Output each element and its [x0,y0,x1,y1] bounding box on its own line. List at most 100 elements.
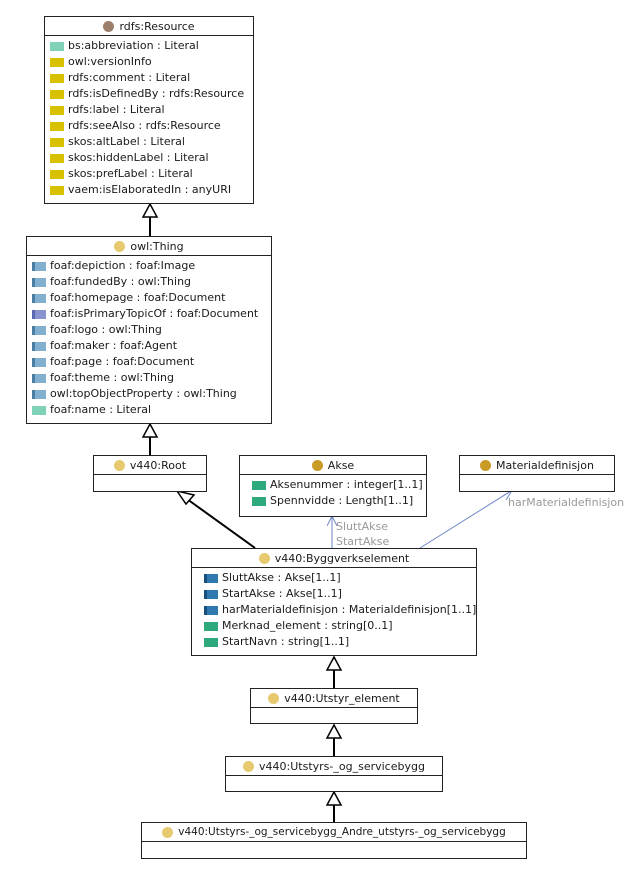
attribute-row[interactable]: foaf:name : Literal [27,402,271,418]
attribute-row[interactable]: foaf:page : foaf:Document [27,354,271,370]
attribute-row[interactable]: skos:prefLabel : Literal [45,166,253,182]
generalization-utstyr-byggverk [325,655,343,688]
attribute-row[interactable]: foaf:isPrimaryTopicOf : foaf:Document [27,306,271,322]
object-property-icon [32,373,46,383]
class-header: v440:Root [94,456,206,475]
datatype-property-icon [204,637,218,647]
attribute-row[interactable]: foaf:fundedBy : owl:Thing [27,274,271,290]
class-title: v440:Byggverkselement [274,551,410,565]
object-property-icon [204,589,218,599]
instance-icon [480,459,492,471]
instance-icon [311,459,323,471]
attribute-list: bs:abbreviation : Literal owl:versionInf… [45,36,253,198]
class-v440-utstyr-element[interactable]: v440:Utstyr_element [250,688,418,724]
class-rdfs-resource[interactable]: rdfs:Resource bs:abbreviation : Literal … [44,16,254,204]
class-title: Akse [327,458,355,472]
annotation-property-icon [50,105,64,115]
object-property-icon [204,573,218,583]
object-property-icon [32,341,46,351]
resource-icon [103,20,115,32]
annotation-property-icon [50,121,64,131]
class-v440-root[interactable]: v440:Root [93,455,207,492]
attribute-list: SluttAkse : Akse[1..1] StartAkse : Akse[… [192,568,476,650]
datatype-property-icon [204,621,218,631]
class-v440-byggverkselement[interactable]: v440:Byggverkselement SluttAkse : Akse[1… [191,548,477,656]
object-property-icon [32,261,46,271]
annotation-property-icon [50,153,64,163]
class-title: v440:Root [129,458,187,472]
class-title: v440:Utstyr_element [284,691,400,705]
datatype-property-icon [252,496,266,506]
annotation-property-icon [50,89,64,99]
object-property-icon [32,293,46,303]
attribute-row[interactable]: rdfs:isDefinedBy : rdfs:Resource [45,86,253,102]
attribute-row[interactable]: skos:altLabel : Literal [45,134,253,150]
attribute-row[interactable]: bs:abbreviation : Literal [45,38,253,54]
literal-property-icon [32,405,46,415]
class-header: v440:Utstyrs-_og_servicebygg_Andre_utsty… [142,823,526,842]
generalization-andre-servicebygg [325,790,343,822]
attribute-row[interactable]: harMaterialdefinisjon : Materialdefinisj… [192,602,476,618]
object-property-icon [32,277,46,287]
attribute-row[interactable]: StartAkse : Akse[1..1] [192,586,476,602]
class-title: owl:Thing [130,239,184,253]
class-title: Materialdefinisjon [496,458,594,472]
datatype-property-icon [252,480,266,490]
annotation-property-icon [50,169,64,179]
class-title: rdfs:Resource [119,19,195,33]
association-materialdefinisjon [419,491,511,549]
object-property-icon [32,357,46,367]
generalization-byggverk-root [175,489,256,549]
class-v440-utstyrs-og-servicebygg[interactable]: v440:Utstyrs-_og_servicebygg [225,756,443,792]
attribute-row[interactable]: foaf:theme : owl:Thing [27,370,271,386]
attribute-row[interactable]: vaem:isElaboratedIn : anyURI [45,182,253,198]
attribute-list: Aksenummer : integer[1..1] Spennvidde : … [240,475,426,509]
attribute-row[interactable]: foaf:homepage : foaf:Document [27,290,271,306]
class-header: v440:Utstyrs-_og_servicebygg [226,757,442,776]
attribute-row[interactable]: rdfs:comment : Literal [45,70,253,86]
attribute-row[interactable]: SluttAkse : Akse[1..1] [192,570,476,586]
class-header: v440:Byggverkselement [192,549,476,568]
class-icon [243,760,255,772]
class-header: rdfs:Resource [45,17,253,36]
attribute-row[interactable]: Aksenummer : integer[1..1] [240,477,426,493]
annotation-property-icon [50,57,64,67]
attribute-row[interactable]: skos:hiddenLabel : Literal [45,150,253,166]
class-materialdefinisjon[interactable]: Materialdefinisjon [459,455,615,492]
class-icon [162,826,174,838]
class-v440-utstyrs-og-servicebygg-andre[interactable]: v440:Utstyrs-_og_servicebygg_Andre_utsty… [141,822,527,859]
attribute-row[interactable]: foaf:maker : foaf:Agent [27,338,271,354]
attribute-row[interactable]: rdfs:label : Literal [45,102,253,118]
generalization-servicebygg-utstyr [325,723,343,756]
attribute-row[interactable]: rdfs:seeAlso : rdfs:Resource [45,118,253,134]
edge-label-har-materialdefinisjon: harMaterialdefinisjon [508,496,625,509]
class-header: Materialdefinisjon [460,456,614,475]
attribute-row[interactable]: Merknad_element : string[0..1] [192,618,476,634]
annotation-property-icon [50,73,64,83]
class-header: owl:Thing [27,237,271,256]
class-title: v440:Utstyrs-_og_servicebygg [259,759,425,773]
attribute-row[interactable]: owl:topObjectProperty : owl:Thing [27,386,271,402]
attribute-row[interactable]: foaf:depiction : foaf:Image [27,258,271,274]
literal-property-icon [50,41,64,51]
attribute-row[interactable]: Spennvidde : Length[1..1] [240,493,426,509]
object-property-icon [204,605,218,615]
class-akse[interactable]: Akse Aksenummer : integer[1..1] Spennvid… [239,455,427,517]
object-property-icon [32,389,46,399]
object-property-icon [32,325,46,335]
edge-label-slutt-akse: SluttAkse [336,520,389,533]
generalization-root-thing [141,422,159,455]
class-header: Akse [240,456,426,475]
class-owl-thing[interactable]: owl:Thing foaf:depiction : foaf:Image fo… [26,236,272,424]
inverse-property-icon [32,309,46,319]
class-header: v440:Utstyr_element [251,689,417,708]
class-title: v440:Utstyrs-_og_servicebygg_Andre_utsty… [178,826,506,838]
class-icon [268,692,280,704]
attribute-row[interactable]: foaf:logo : owl:Thing [27,322,271,338]
attribute-row[interactable]: StartNavn : string[1..1] [192,634,476,650]
attribute-list: foaf:depiction : foaf:Image foaf:fundedB… [27,256,271,418]
class-icon [113,459,125,471]
attribute-row[interactable]: owl:versionInfo [45,54,253,70]
annotation-property-icon [50,137,64,147]
